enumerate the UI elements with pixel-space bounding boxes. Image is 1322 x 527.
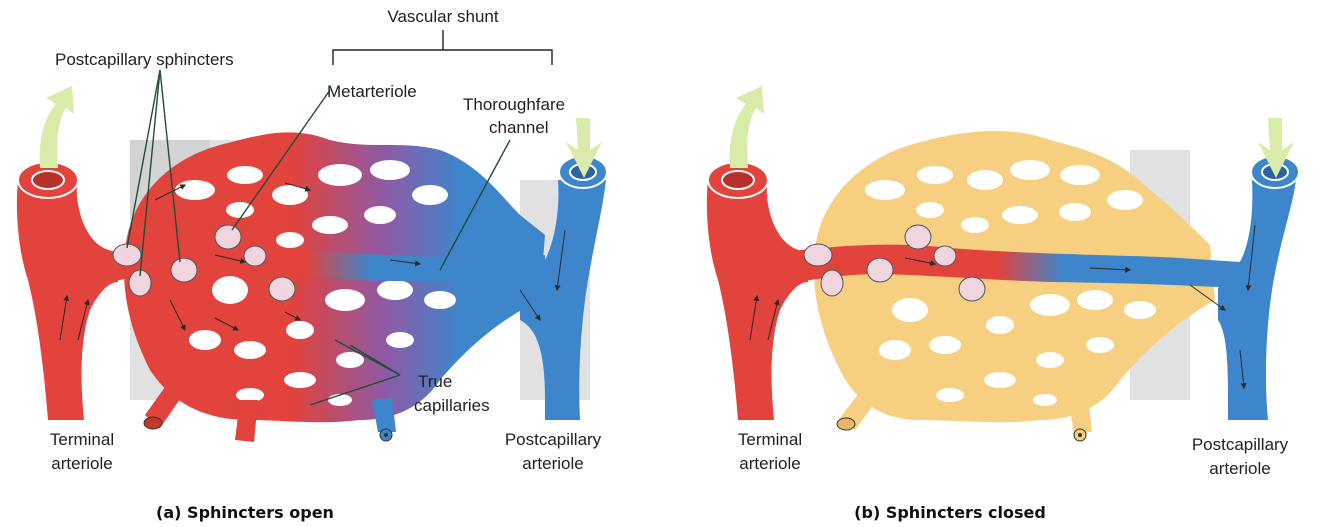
label-postcapillary-line2-a: arteriole [522,454,583,473]
sphincter [821,270,843,296]
label-postcapillary-line1-b: Postcapillary [1192,435,1289,454]
panel-a-sphincters-open: Vascular shunt Postcapillary sphincters … [17,7,607,522]
label-metarteriole: Metarteriole [327,82,417,101]
flow-arrow-out-b [730,86,764,168]
label-postcapillary-line2-b: arteriole [1209,459,1270,478]
caption-panel-b: (b) Sphincters closed [854,503,1046,522]
label-postcapillary-sphincters: Postcapillary sphincters [55,50,234,69]
sphincter [244,246,266,266]
sphincter [171,258,197,282]
vessel-stub-yellow-b [1068,398,1092,432]
postcapillary-arteriole-b [1218,180,1296,420]
label-thoroughfare-line1: Thoroughfare [463,95,565,114]
label-postcapillary-line1-a: Postcapillary [505,430,602,449]
label-terminal-line1-b: Terminal [738,430,802,449]
vessel-stub-blue-a [372,398,396,432]
label-terminal-line2-b: arteriole [739,454,800,473]
panel-b-sphincters-closed: Terminal arteriole Postcapillary arterio… [707,86,1299,522]
sphincter [905,225,931,249]
sphincter [269,277,295,301]
terminal-arteriole-a [17,180,118,420]
caption-panel-a: (a) Sphincters open [156,503,334,522]
label-thoroughfare-line2: channel [489,118,549,137]
label-terminal-line1-a: Terminal [50,430,114,449]
sphincter [215,225,241,249]
label-terminal-line2-a: arteriole [51,454,112,473]
label-true-capillaries-line1: True [418,372,452,391]
terminal-arteriole-b [707,180,808,420]
flow-arrow-out-a [40,86,74,168]
sphincter [867,258,893,282]
label-vascular-shunt: Vascular shunt [387,7,498,26]
sphincter [959,277,985,301]
sphincter [804,244,832,266]
sphincter [934,246,956,266]
label-true-capillaries-line2: capillaries [414,396,490,415]
vascular-shunt-bracket [333,30,552,65]
